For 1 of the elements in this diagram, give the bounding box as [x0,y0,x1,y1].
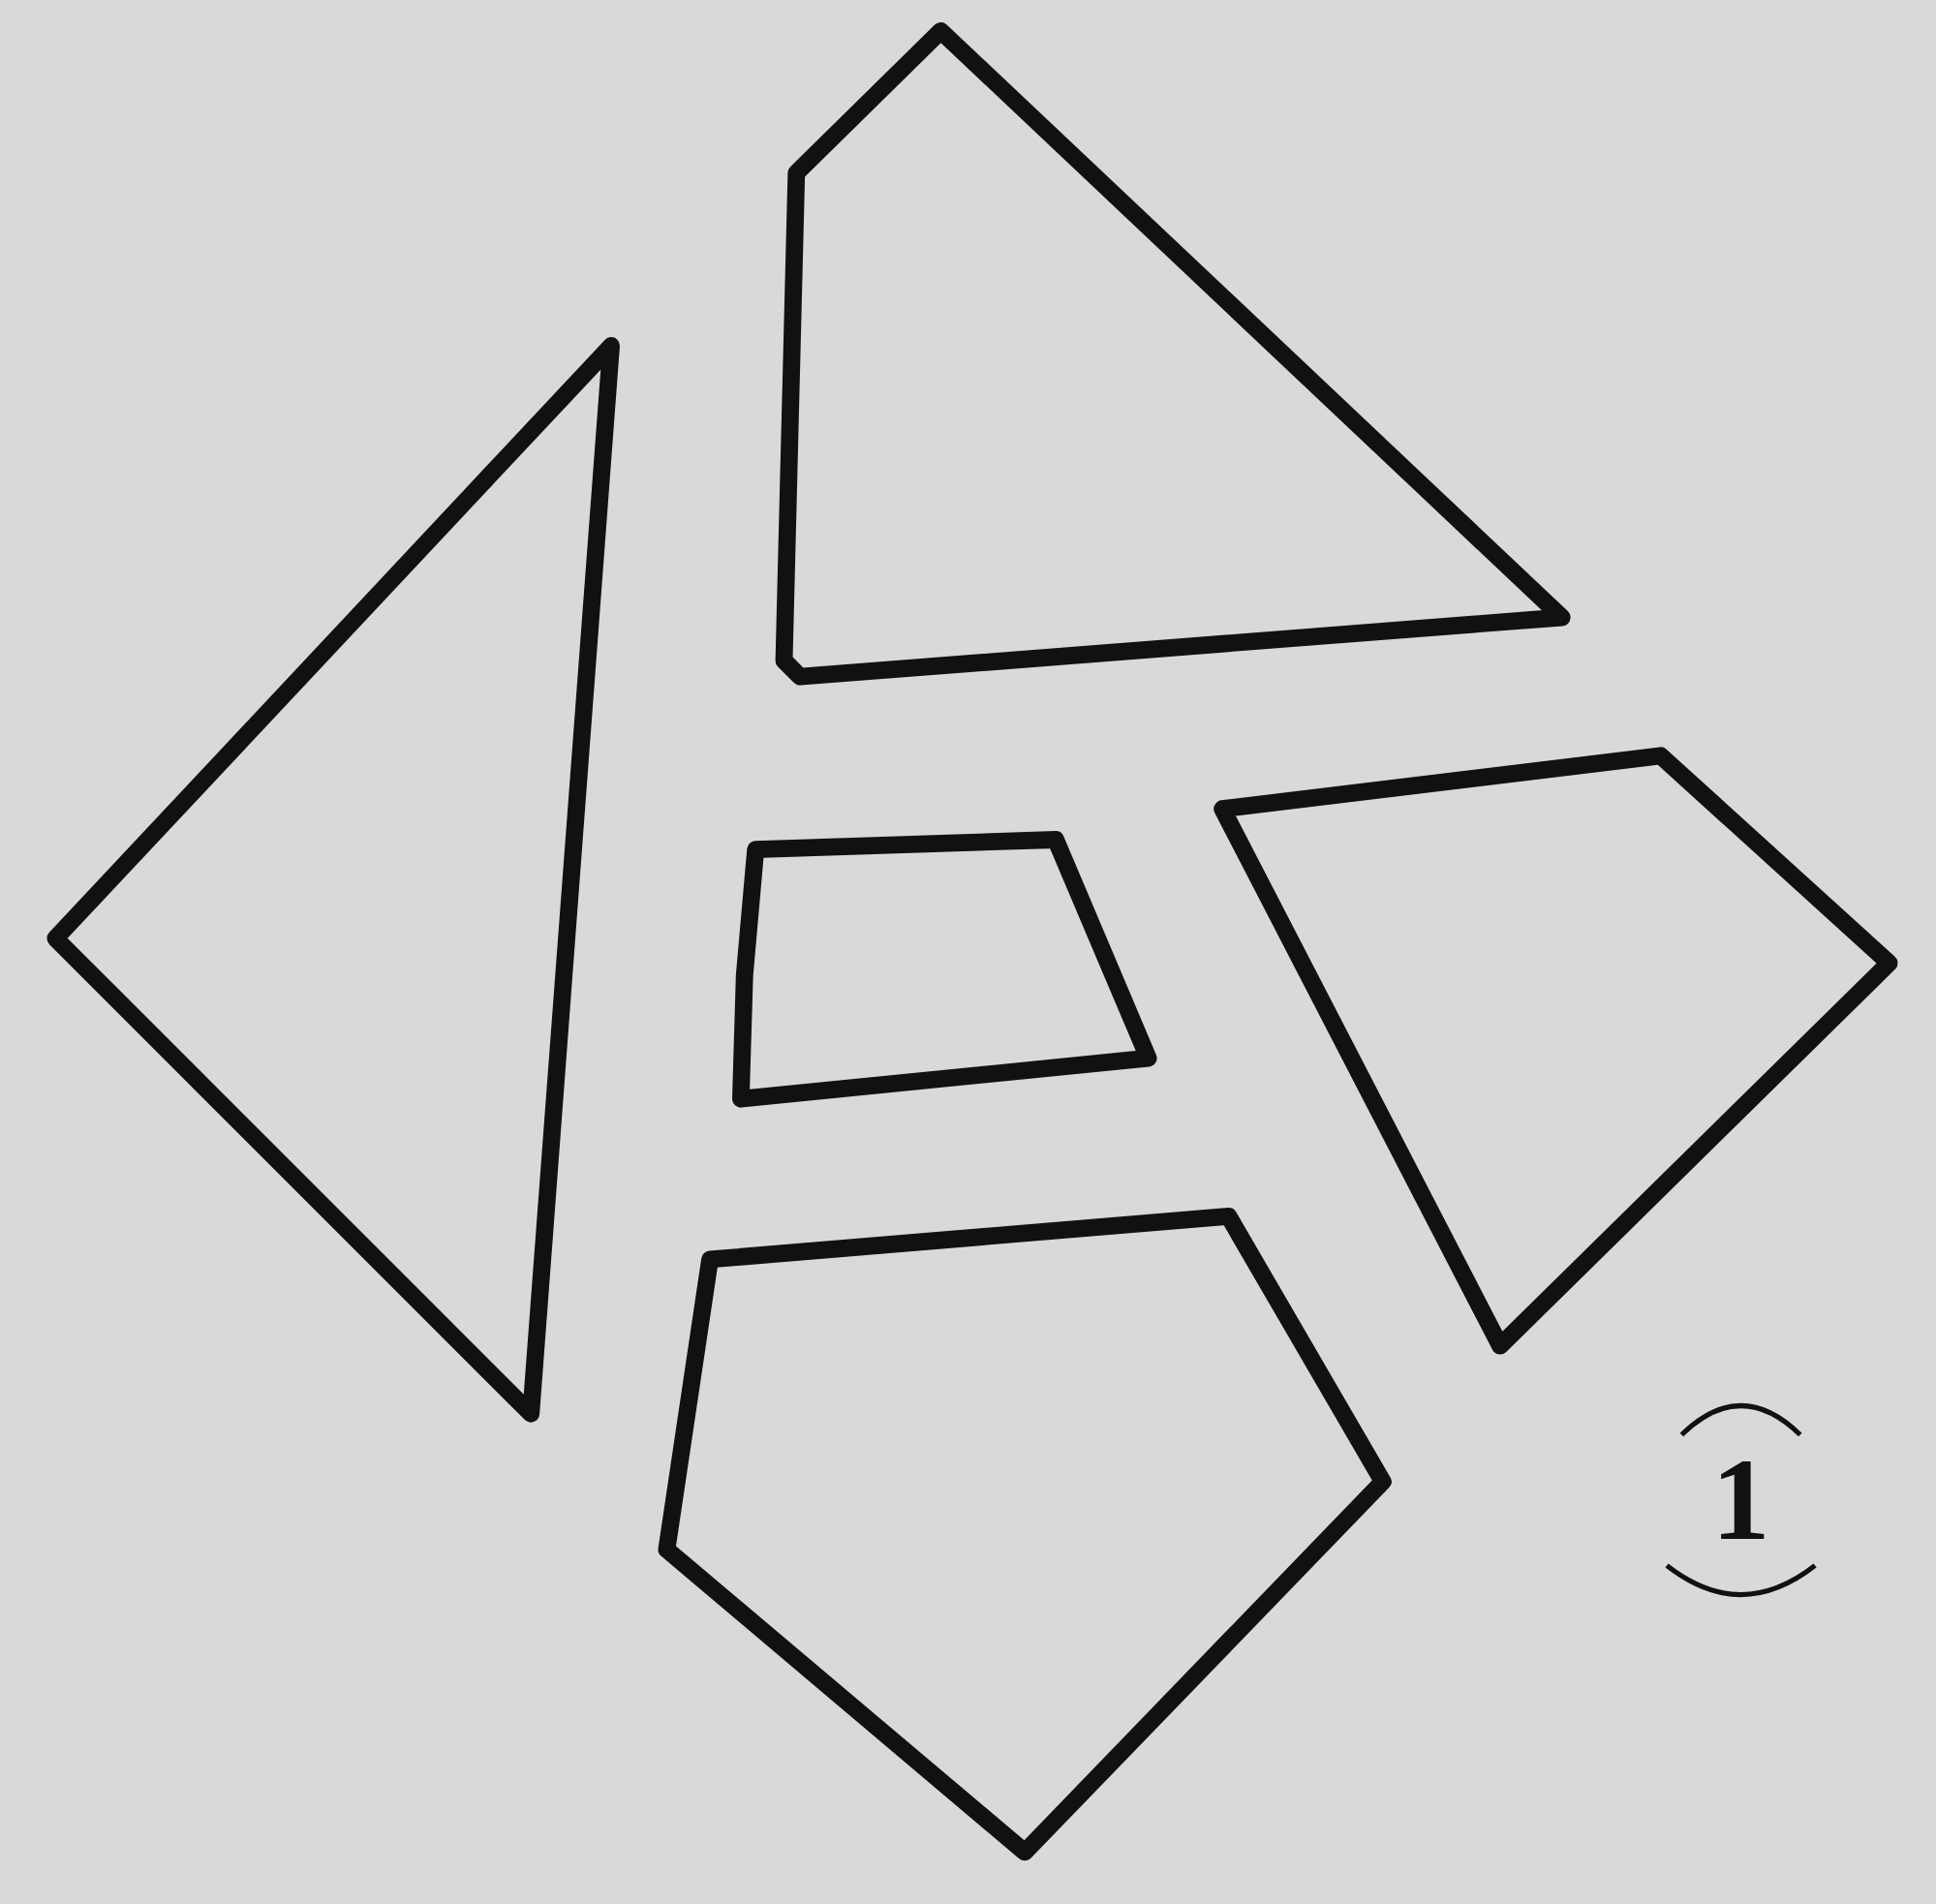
figure-number: 1 [1711,1441,1770,1558]
